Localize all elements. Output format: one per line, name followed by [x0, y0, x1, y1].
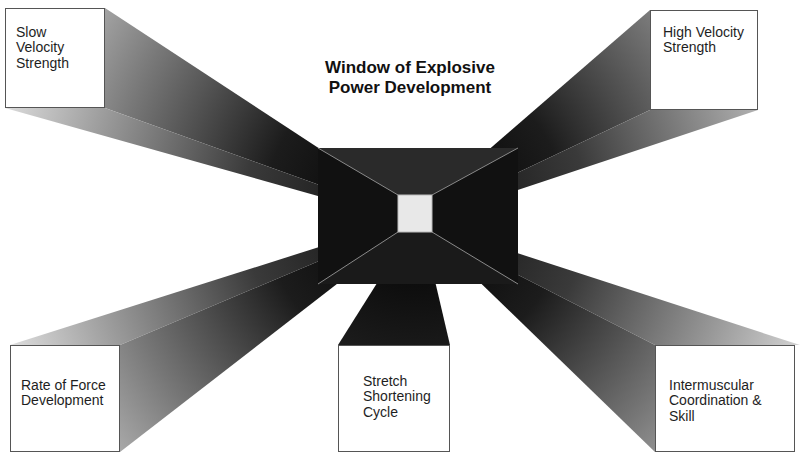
- block-label: High Velocity Strength: [663, 25, 749, 56]
- window-inner-face: [318, 148, 518, 195]
- block-label: Rate of Force Development: [21, 378, 111, 409]
- window-frame: [318, 148, 518, 284]
- window-inner-face: [318, 232, 518, 284]
- strength-block: Stretch Shortening Cycle: [338, 345, 450, 452]
- block-label: Stretch Shortening Cycle: [363, 374, 441, 420]
- diagram-title: Window of Explosive Power Development: [296, 56, 524, 99]
- block-label: Intermuscular Coordination & Skill: [669, 378, 786, 424]
- window-opening: [398, 195, 432, 232]
- window-edge: [318, 148, 398, 195]
- strength-block: Rate of Force Development: [10, 345, 120, 452]
- strength-block: Slow Velocity Strength: [5, 8, 105, 108]
- window-edge: [432, 232, 518, 284]
- strength-block: Intermuscular Coordination & Skill: [655, 345, 795, 452]
- window-edge: [432, 148, 518, 195]
- strength-block: High Velocity Strength: [650, 10, 758, 110]
- window-edge: [318, 232, 398, 284]
- block-label: Slow Velocity Strength: [16, 25, 96, 71]
